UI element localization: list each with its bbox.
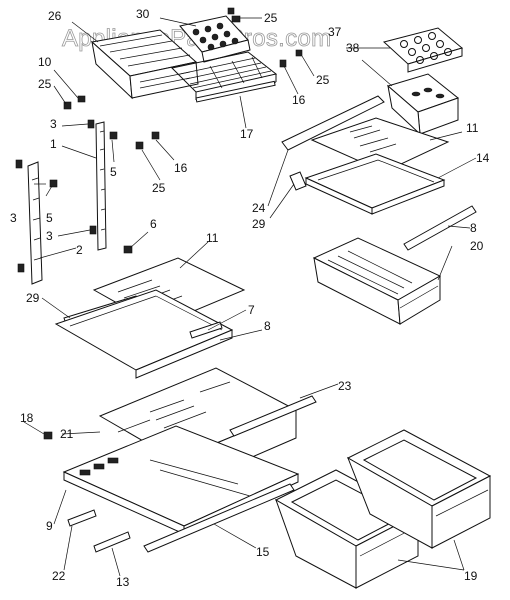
callout-6: 6 (150, 217, 157, 231)
callout-11: 11 (206, 231, 219, 245)
callout-5: 5 (110, 165, 117, 179)
callout-16: 16 (292, 93, 306, 107)
part-23-crisper-rail[interactable] (229, 395, 317, 437)
callout-25: 25 (264, 11, 278, 25)
callout-25: 25 (316, 73, 330, 87)
callout-labels: 26 30 25 37 38 10 25 25 16 17 3 1 5 25 1… (10, 7, 490, 589)
part-7-shelf-frame[interactable] (54, 289, 234, 379)
callout-9: 9 (46, 519, 53, 533)
callout-25: 25 (152, 181, 166, 195)
callout-15: 15 (256, 545, 270, 559)
part-14-shelf-frame[interactable] (304, 153, 446, 215)
callout-7: 7 (248, 303, 255, 317)
part-37-egg-tray[interactable] (382, 27, 464, 73)
callout-19: 19 (464, 569, 478, 583)
callout-13: 13 (116, 575, 130, 589)
part-11-glass-shelf-upper[interactable] (310, 117, 450, 173)
callout-24: 24 (252, 201, 266, 215)
callout-29: 29 (26, 291, 40, 305)
callout-22: 22 (52, 569, 66, 583)
callout-8: 8 (470, 221, 477, 235)
callout-14: 14 (476, 151, 490, 165)
part-8-shelf-rail-upper[interactable] (403, 205, 477, 251)
part-38-small-bin[interactable] (386, 73, 460, 136)
callout-5: 5 (46, 211, 53, 225)
hardware-clips[interactable] (43, 7, 303, 440)
part-1-shelf-ladder[interactable] (87, 119, 107, 251)
part-19-crisper-drawer-back[interactable] (346, 429, 492, 549)
part-17-wire-shelf[interactable] (170, 51, 278, 103)
callout-18: 18 (20, 411, 34, 425)
callout-25: 25 (38, 77, 52, 91)
callout-38: 38 (346, 41, 360, 55)
callout-3: 3 (10, 211, 17, 225)
callout-29: 29 (252, 217, 266, 231)
callout-17: 17 (240, 127, 254, 141)
callout-3: 3 (46, 229, 53, 243)
part-2-shelf-ladder[interactable] (15, 159, 43, 285)
part-22-crisper-rail[interactable] (67, 509, 97, 527)
callout-1: 1 (50, 137, 57, 151)
part-15-crisper-rail[interactable] (143, 483, 295, 553)
callout-26: 26 (48, 9, 62, 23)
part-19-crisper-drawer-front[interactable] (274, 469, 420, 589)
callout-10: 10 (38, 55, 52, 69)
callout-37: 37 (328, 25, 342, 39)
leader-lines (23, 17, 477, 577)
callout-30: 30 (136, 7, 150, 21)
callout-11: 11 (466, 121, 479, 135)
part-26-storage-bin[interactable] (90, 29, 199, 100)
part-13-crisper-rail[interactable] (93, 531, 131, 553)
part-24-shelf-rail[interactable] (281, 95, 385, 151)
callout-2: 2 (76, 243, 83, 257)
callout-20: 20 (470, 239, 484, 253)
callout-3: 3 (50, 117, 57, 131)
callout-21: 21 (60, 427, 74, 441)
part-20-drawer[interactable] (312, 237, 442, 325)
callout-8: 8 (264, 319, 271, 333)
part-8-shelf-rail-lower[interactable] (189, 321, 223, 339)
part-9-crisper-frame[interactable] (62, 425, 300, 535)
callout-16: 16 (174, 161, 188, 175)
callout-23: 23 (338, 379, 352, 393)
part-30-egg-rack[interactable] (179, 15, 251, 63)
part-29-shelf-rail-upper[interactable] (289, 171, 307, 191)
